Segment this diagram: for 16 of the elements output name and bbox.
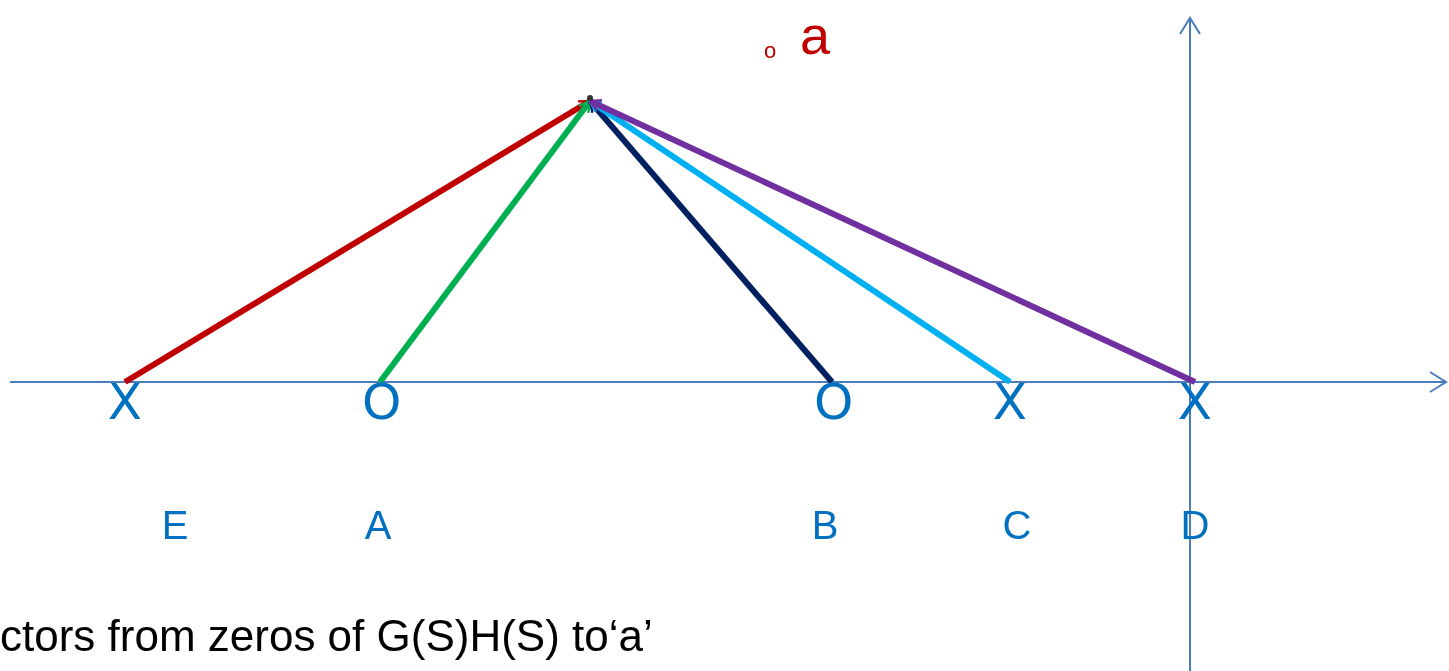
point-label: A xyxy=(364,505,392,545)
vector-arrow xyxy=(587,99,835,384)
point-marker xyxy=(587,95,593,101)
vector-arrow xyxy=(377,99,593,384)
vector-arrow xyxy=(588,98,1012,385)
vector-arrow xyxy=(588,98,1197,385)
point-name: a xyxy=(800,8,831,62)
point-label: E xyxy=(161,505,189,545)
root-mark: O xyxy=(814,382,850,422)
point-label: B xyxy=(811,505,839,545)
root-mark: X xyxy=(992,382,1028,422)
root-mark: O xyxy=(362,382,398,422)
point-marker-label: o xyxy=(764,40,777,62)
root-mark: X xyxy=(107,382,143,422)
caption: ctors from zeros of G(S)H(S) to‘a’ xyxy=(0,610,653,662)
point-label: C xyxy=(1002,505,1032,545)
